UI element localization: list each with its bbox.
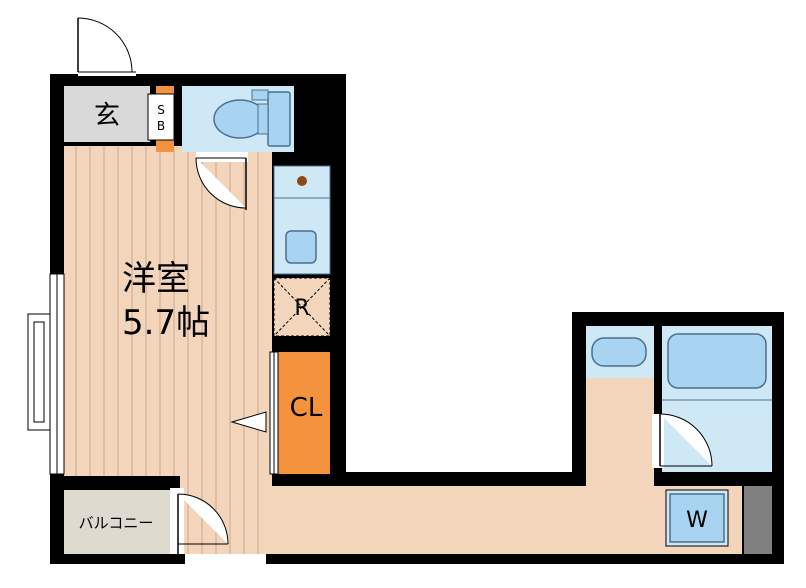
entrance-floor [64,86,150,142]
closet [278,352,330,474]
western-room-size: 5.7帖 [122,303,210,343]
corridor-floor [272,486,742,554]
refrigerator-space [273,277,331,337]
toilet-seat-line [257,103,269,135]
closet-label: CL [290,393,323,423]
corridor-floor-upper [586,378,654,486]
washer [669,493,725,543]
entrance-door[interactable] [77,17,136,76]
shoe-box-inner [147,93,175,141]
toilet-door[interactable] [195,152,248,210]
balcony-door[interactable] [170,488,229,554]
toilet-tank-lid [251,89,269,101]
bathroom-door[interactable] [652,413,713,468]
arrow-marker [230,411,267,433]
balcony-label: バルコニー [79,514,154,532]
stove-burner-icon [297,176,307,186]
toilet-tank [267,91,291,147]
window [27,273,65,475]
balcony-area [64,490,170,554]
kitchen-sink [285,230,317,264]
refrigerator-label: R [294,296,309,321]
washbasin [591,337,647,367]
bathtub [667,333,767,389]
pipe-shaft [744,486,772,554]
shoe-box-label-top: S [157,103,165,117]
western-room-name: 洋室 [122,259,190,299]
washer-label: W [686,508,708,533]
entrance-label: 玄 [94,101,120,131]
shoe-box-label-bottom: B [157,119,165,133]
